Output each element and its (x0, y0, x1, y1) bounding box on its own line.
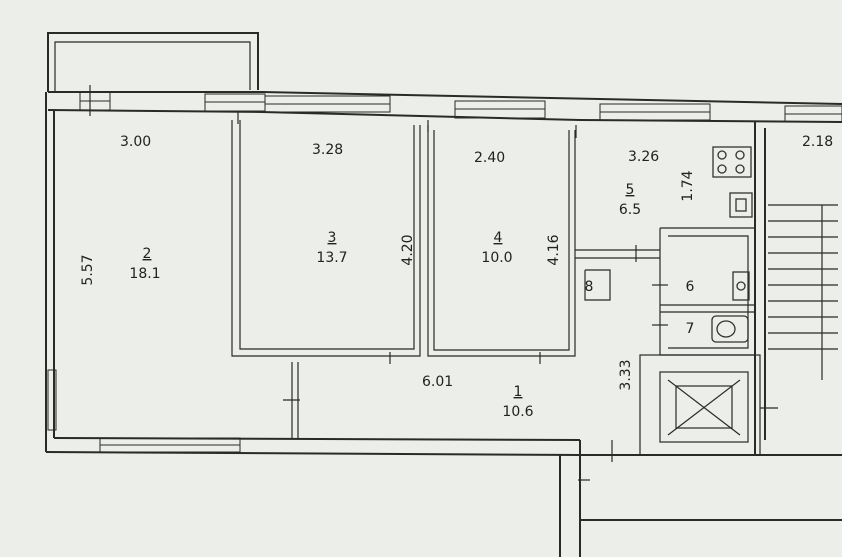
door-marks (89, 85, 778, 481)
room-2-width: 3.00 (120, 134, 151, 150)
room-4-area: 10.0 (481, 250, 512, 266)
bathtub-icon (732, 271, 750, 301)
room-4-labels: 2.40 4.16 4 10.0 (474, 150, 562, 266)
room-1-width: 6.01 (422, 374, 453, 390)
room-2-area: 18.1 (129, 266, 160, 282)
room-1-area: 10.6 (502, 404, 533, 420)
sink-icon (729, 192, 753, 218)
stair-dimension: 2.18 (802, 134, 833, 150)
room-3-area: 13.7 (316, 250, 347, 266)
balcony (47, 32, 259, 92)
partitions (231, 120, 766, 456)
room-3-width: 3.28 (312, 142, 343, 158)
room-1-length: 3.33 (618, 359, 634, 390)
room-3-labels: 3.28 4.20 3 13.7 (312, 142, 416, 266)
room-2-length: 5.57 (80, 254, 96, 285)
room-6-number: 6 (686, 279, 695, 295)
windows (47, 91, 842, 453)
room-7-number: 7 (686, 321, 695, 337)
room-5-length: 1.74 (680, 170, 696, 201)
room-5-labels: 3.26 1.74 5 6.5 (619, 149, 696, 218)
stove-icon (712, 146, 752, 178)
room-4-length: 4.16 (546, 234, 562, 265)
room-8-number: 8 (585, 279, 594, 295)
room-5-number: 5 (626, 182, 635, 198)
room-1-labels: 6.01 3.33 1 10.6 (422, 359, 634, 420)
room-3-number: 3 (328, 230, 337, 246)
room-5-width: 3.26 (628, 149, 659, 165)
toilet-icon (711, 315, 749, 343)
room-4-number: 4 (494, 230, 503, 246)
room-1-number: 1 (514, 384, 523, 400)
room-2-labels: 3.00 5.57 2 18.1 (80, 134, 161, 286)
room-2-number: 2 (143, 246, 152, 262)
stairs (768, 204, 838, 380)
room-4-width: 2.40 (474, 150, 505, 166)
room-3-length: 4.20 (400, 234, 416, 265)
room-5-area: 6.5 (619, 202, 641, 218)
